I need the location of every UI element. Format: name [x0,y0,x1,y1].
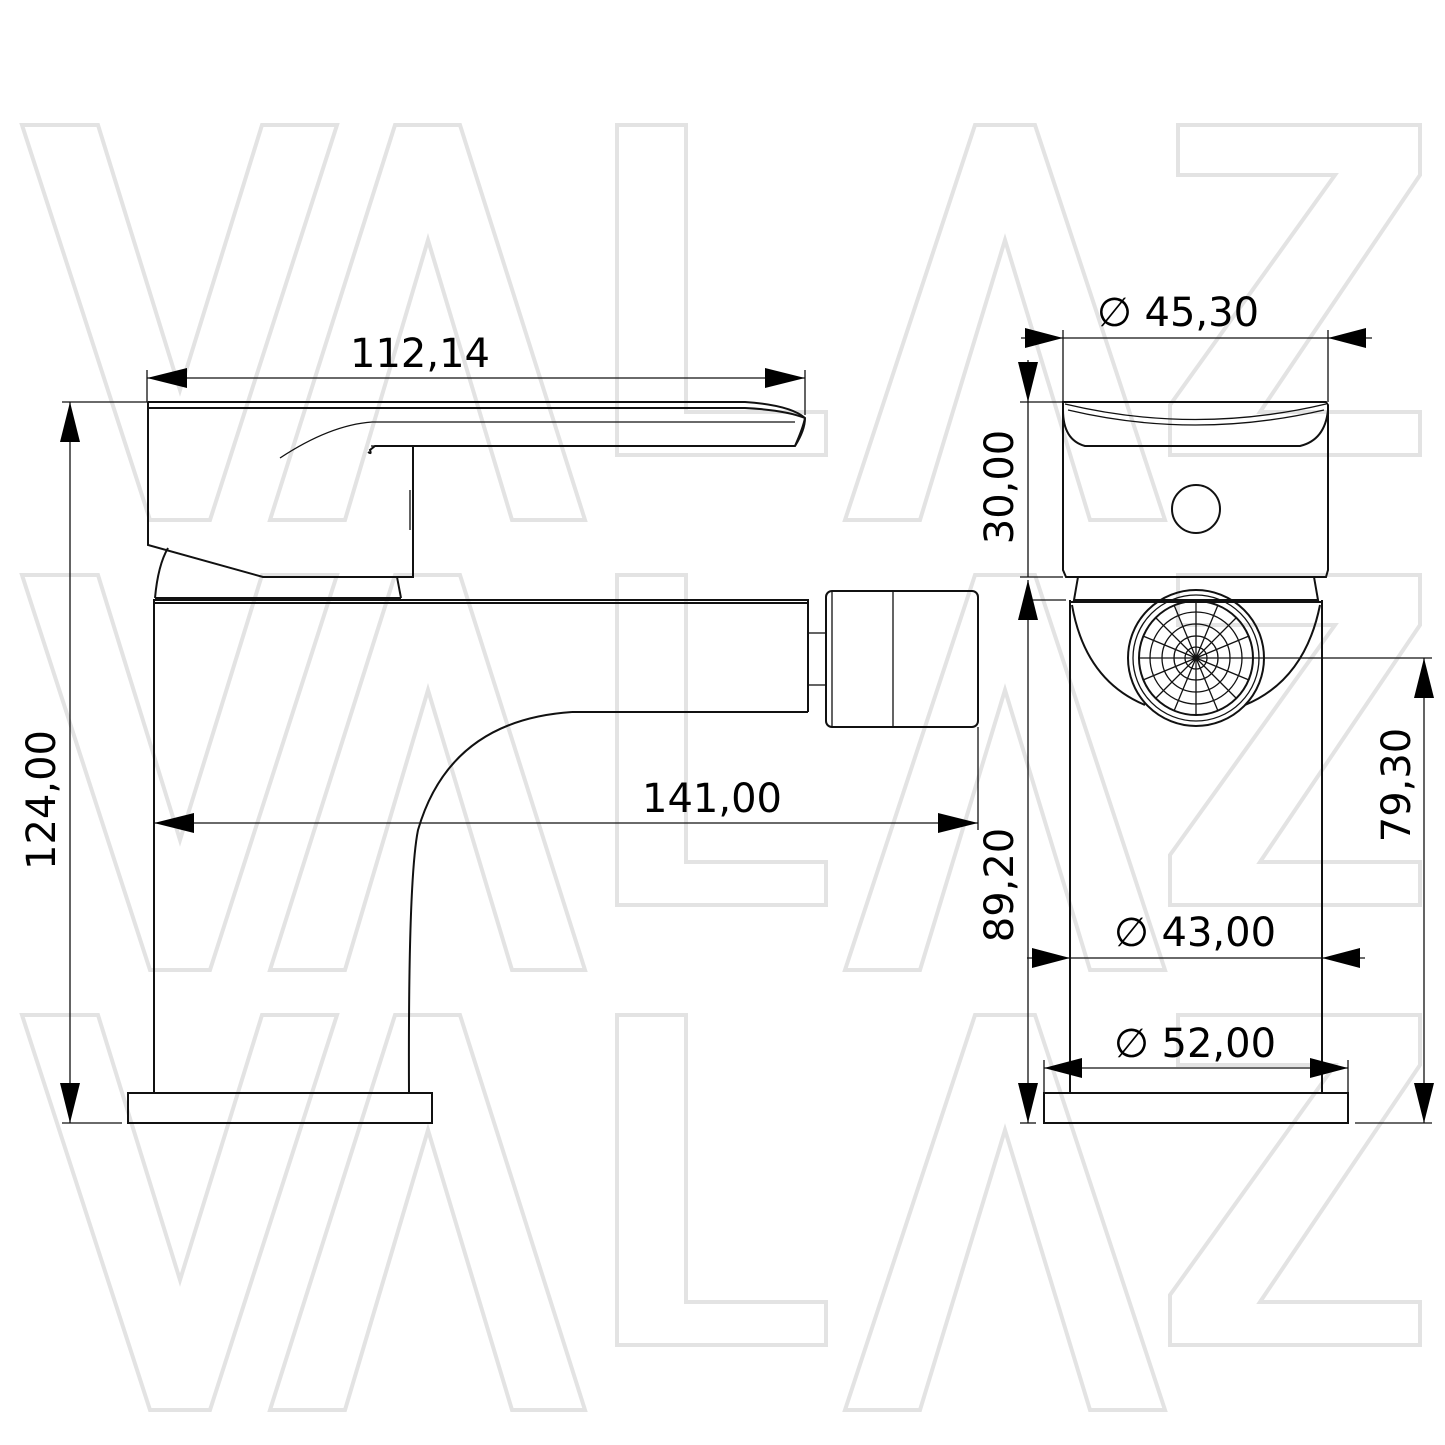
base-plate [127,1092,433,1124]
indicator-circle [1171,484,1221,534]
base-plate-front [1043,1092,1349,1124]
handle-height-label: 30,00 [977,430,1023,545]
dim-handle-height: 30,00 [977,360,1063,578]
side-view: 112,14 124,00 141,00 [19,331,979,1124]
handle-diameter-label: ∅ 45,30 [1097,290,1259,336]
dim-handle-diameter: ∅ 45,30 [1021,290,1372,402]
dim-total-height: 124,00 [19,401,148,1124]
handle-length-label: 112,14 [350,331,490,377]
dim-body-diameter: ∅ 43,00 [1027,910,1365,968]
dim-spout-height: 89,20 [977,580,1066,1124]
dim-spout-reach: 141,00 [154,727,979,833]
dim-handle-length: 112,14 [146,331,806,415]
dim-aerator-height: 79,30 [1253,657,1434,1124]
spout-reach-label: 141,00 [642,776,782,822]
front-view: ∅ 45,30 30,00 89,20 79,30 [977,290,1434,1124]
total-height-label: 124,00 [19,730,65,870]
aerator [1127,589,1265,727]
base-diameter-label: ∅ 52,00 [1114,1021,1276,1067]
bidet-nozzle [825,590,979,728]
dim-base-diameter: ∅ 52,00 [1043,1021,1349,1093]
spout-height-label: 89,20 [977,828,1023,943]
handle-lever [148,401,807,455]
handle-front [1062,401,1329,578]
body-diameter-label: ∅ 43,00 [1114,910,1276,956]
aerator-height-label: 79,30 [1374,728,1420,843]
